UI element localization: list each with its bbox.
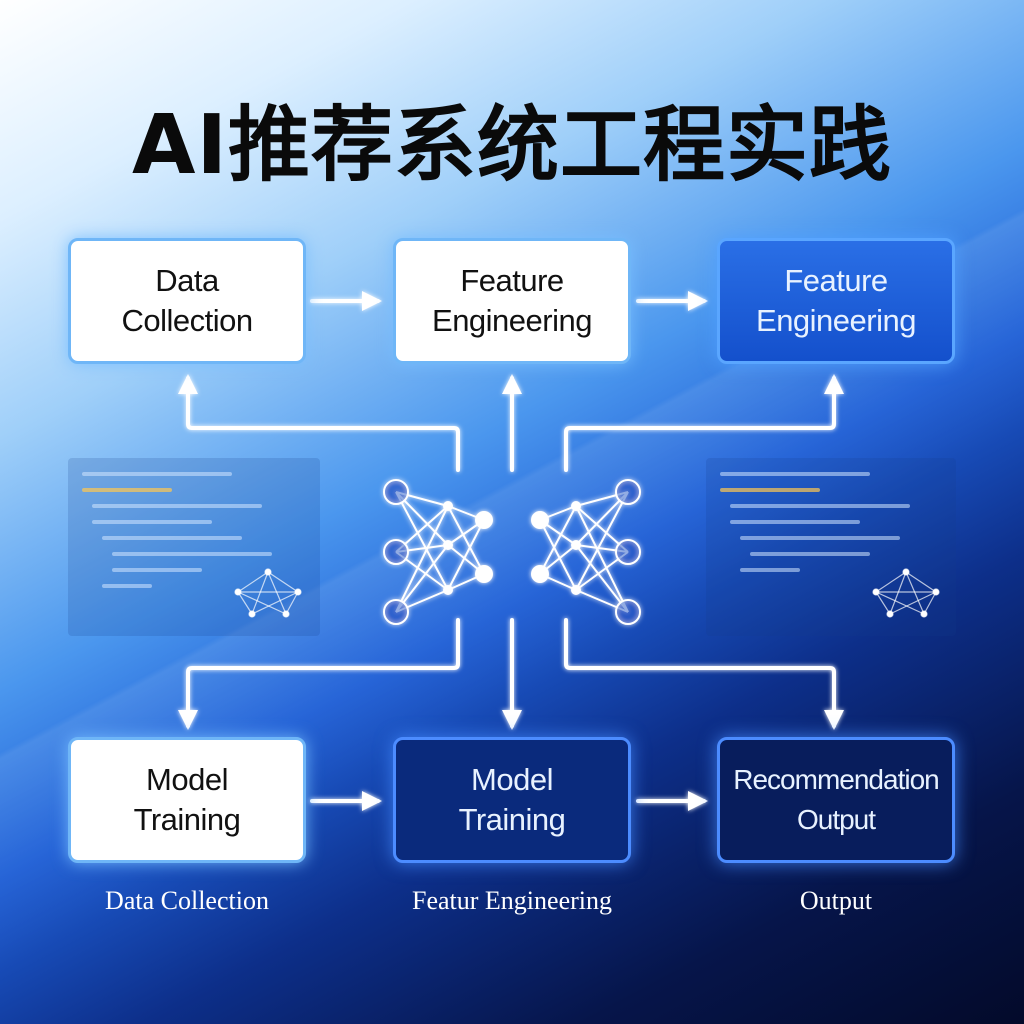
code-line [750,552,870,556]
mini-network-icon-left [234,568,302,618]
code-line [720,488,820,492]
box-data-collection: Data Collection [68,238,306,364]
caption-right: Output [799,886,873,915]
code-line [730,520,860,524]
box-model-training-dark: Model Training [393,737,631,863]
code-line [82,472,232,476]
code-line [82,488,172,492]
box-label-line2: Training [133,802,241,837]
box-label-line2: Engineering [756,303,916,338]
connector-to-bottom-right [564,618,844,730]
caption-left: Data Collection [105,886,269,915]
box-label-line1: Recommendation [733,764,939,795]
box-label-line2: Engineering [432,303,592,338]
code-line [102,536,242,540]
neural-network-icon-right [531,479,641,625]
connector-to-bottom-left [178,618,460,730]
box-label-line2: Output [796,804,876,835]
neural-network-icon-left [383,479,493,625]
box-model-training: Model Training [68,737,306,863]
code-panel-right [706,458,956,636]
code-line [730,504,910,508]
box-label-line1: Model [146,762,228,797]
code-line [740,536,900,540]
caption-middle: Featur Engineering [412,886,612,915]
box-label-line1: Feature [784,263,888,298]
box-label-line1: Model [471,762,553,797]
box-label-line2: Collection [121,303,253,338]
box-label-line2: Training [458,802,566,837]
connector-to-top-right [564,374,844,472]
code-line [92,504,262,508]
box-feature-engineering-highlight: Feature Engineering [717,238,955,364]
code-line [112,568,202,572]
box-feature-engineering: Feature Engineering [393,238,631,364]
code-line [112,552,272,556]
code-line [92,520,212,524]
mini-network-icon-right [872,568,940,618]
code-line [740,568,800,572]
code-panel-left [68,458,320,636]
connector-to-top-left [178,374,460,472]
page-title: AI推荐系统工程实践 [132,98,892,193]
code-line [720,472,870,476]
box-label-line1: Data [155,263,219,298]
box-label-line1: Feature [460,263,564,298]
box-recommendation-output: Recommendation Output [717,737,955,863]
code-line [102,584,152,588]
